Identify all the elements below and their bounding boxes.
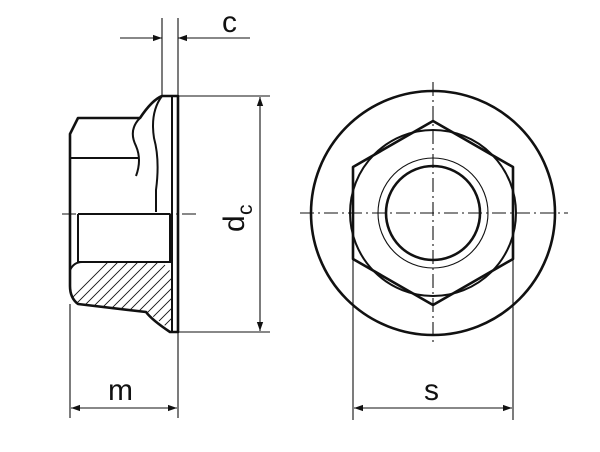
c-label: c (222, 6, 237, 39)
side-hex-outline (68, 94, 180, 334)
dimension-dc: d c (178, 95, 270, 333)
section-outline (69, 261, 83, 271)
dimension-m: m (69, 304, 179, 418)
front-view (300, 82, 568, 346)
side-flange-curve-lower (152, 95, 163, 212)
dc-label: d c (218, 205, 257, 233)
dimension-c: c (120, 6, 250, 96)
side-view (62, 94, 196, 334)
side-flange-curve-upper (131, 117, 141, 177)
m-label: m (108, 374, 133, 407)
section-hatching (70, 262, 172, 328)
s-label: s (424, 374, 439, 407)
dc-label-sub: c (234, 205, 257, 216)
dc-label-main: d (218, 215, 251, 232)
dimension-s: s (352, 259, 514, 420)
